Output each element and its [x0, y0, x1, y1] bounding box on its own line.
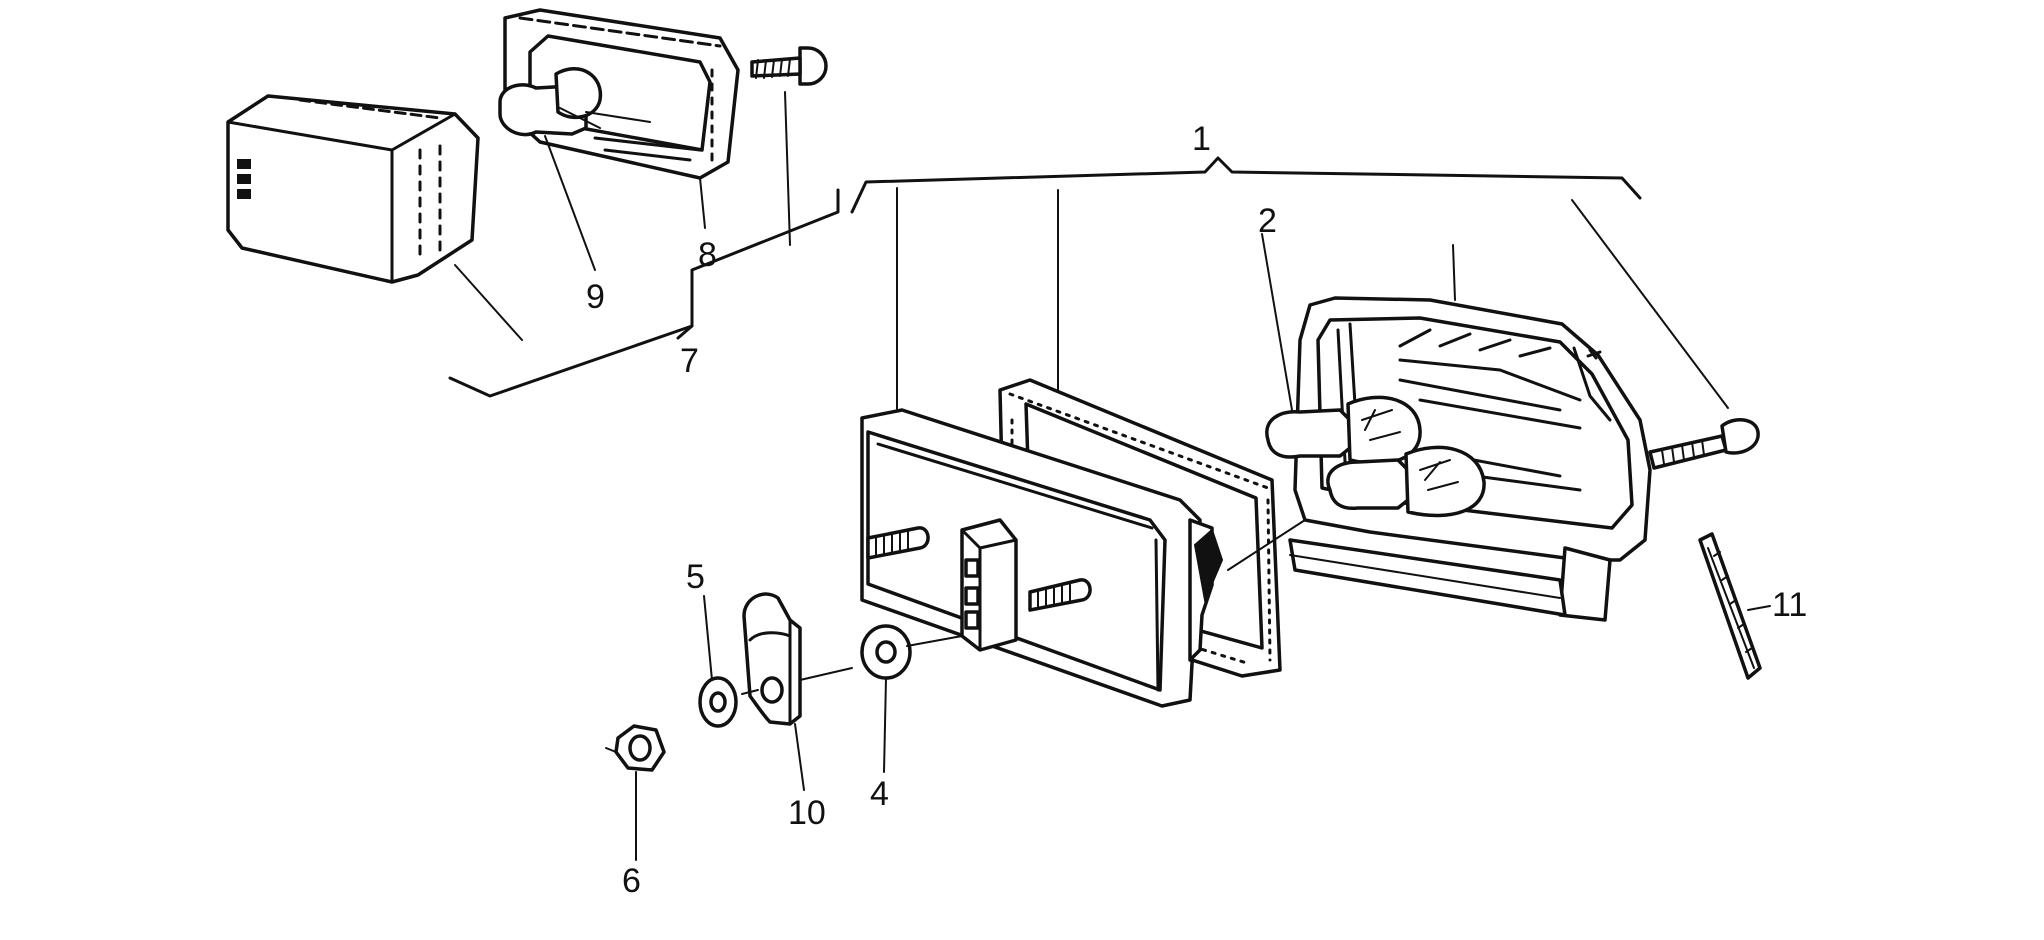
stud-left: [866, 526, 930, 560]
screw-8: [750, 46, 828, 246]
connector-block: [960, 518, 1018, 652]
label-5: 5: [686, 558, 705, 596]
label-1: 1: [1192, 120, 1211, 158]
label-9: 9: [586, 278, 605, 316]
small-lamp-lens: [226, 94, 523, 341]
bulb-lower: [1326, 445, 1486, 518]
nut-6: [605, 724, 666, 861]
label-10: 10: [788, 794, 826, 832]
bulb-9: [498, 67, 651, 271]
clamp-10: [741, 592, 853, 791]
housing-screw: [1648, 418, 1760, 470]
bracket-1: [850, 156, 1642, 214]
washer-4: [860, 624, 963, 773]
label-11: 11: [1772, 586, 1807, 624]
label-6: 6: [622, 862, 641, 900]
reflector-strip-11: [1698, 532, 1771, 680]
bulb-upper: [1261, 233, 1422, 466]
label-8: 8: [698, 236, 717, 274]
label-2: 2: [1258, 202, 1277, 240]
label-7: 7: [680, 342, 699, 380]
washer-5: [698, 595, 738, 728]
label-4: 4: [870, 775, 889, 813]
bracket-7: [448, 188, 840, 398]
stud-right: [1028, 578, 1092, 612]
